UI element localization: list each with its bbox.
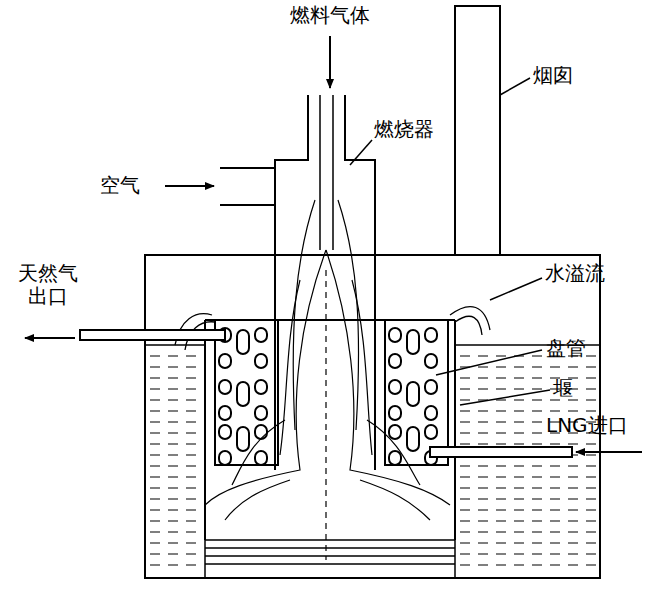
coil-tube — [255, 354, 267, 368]
chimney — [455, 6, 500, 255]
coil-tube — [255, 425, 267, 439]
coil-tube — [389, 425, 401, 439]
coil-tube — [219, 380, 231, 394]
overflow-label: 水溢流 — [545, 262, 605, 285]
coil-tube — [407, 382, 419, 406]
coil-tube — [407, 427, 419, 451]
coil-tube — [425, 425, 437, 439]
gas-outlet-label: 天然气 出口 — [16, 262, 80, 308]
coil-tube — [255, 451, 267, 465]
coil-tube — [255, 406, 267, 420]
coil-tube — [237, 330, 249, 354]
coil-tube — [389, 380, 401, 394]
coil-tube — [219, 425, 231, 439]
air-label: 空气 — [100, 174, 140, 197]
coil-label: 盘管 — [546, 337, 586, 360]
coil-tube — [407, 330, 419, 354]
lng-inlet-label: LNG进口 — [546, 414, 628, 437]
burner-label: 燃烧器 — [374, 118, 434, 141]
coil-tube — [219, 406, 231, 420]
coil-tube — [389, 406, 401, 420]
tank — [145, 255, 600, 578]
coil-tube — [425, 380, 437, 394]
coil-tube — [255, 328, 267, 342]
coil-tube — [389, 328, 401, 342]
coil-tube — [425, 406, 437, 420]
coil-tube — [425, 354, 437, 368]
coil-tube — [219, 354, 231, 368]
coil-tube — [219, 451, 231, 465]
coil-tube — [237, 382, 249, 406]
coil-tube — [389, 451, 401, 465]
weir-label: 堰 — [553, 377, 573, 400]
coil-tube — [237, 427, 249, 451]
coil-tube — [255, 380, 267, 394]
fuel-gas-label: 燃料气体 — [290, 4, 370, 27]
chimney-label: 烟囱 — [533, 64, 573, 87]
coil-tube — [389, 354, 401, 368]
coil-tube — [425, 328, 437, 342]
